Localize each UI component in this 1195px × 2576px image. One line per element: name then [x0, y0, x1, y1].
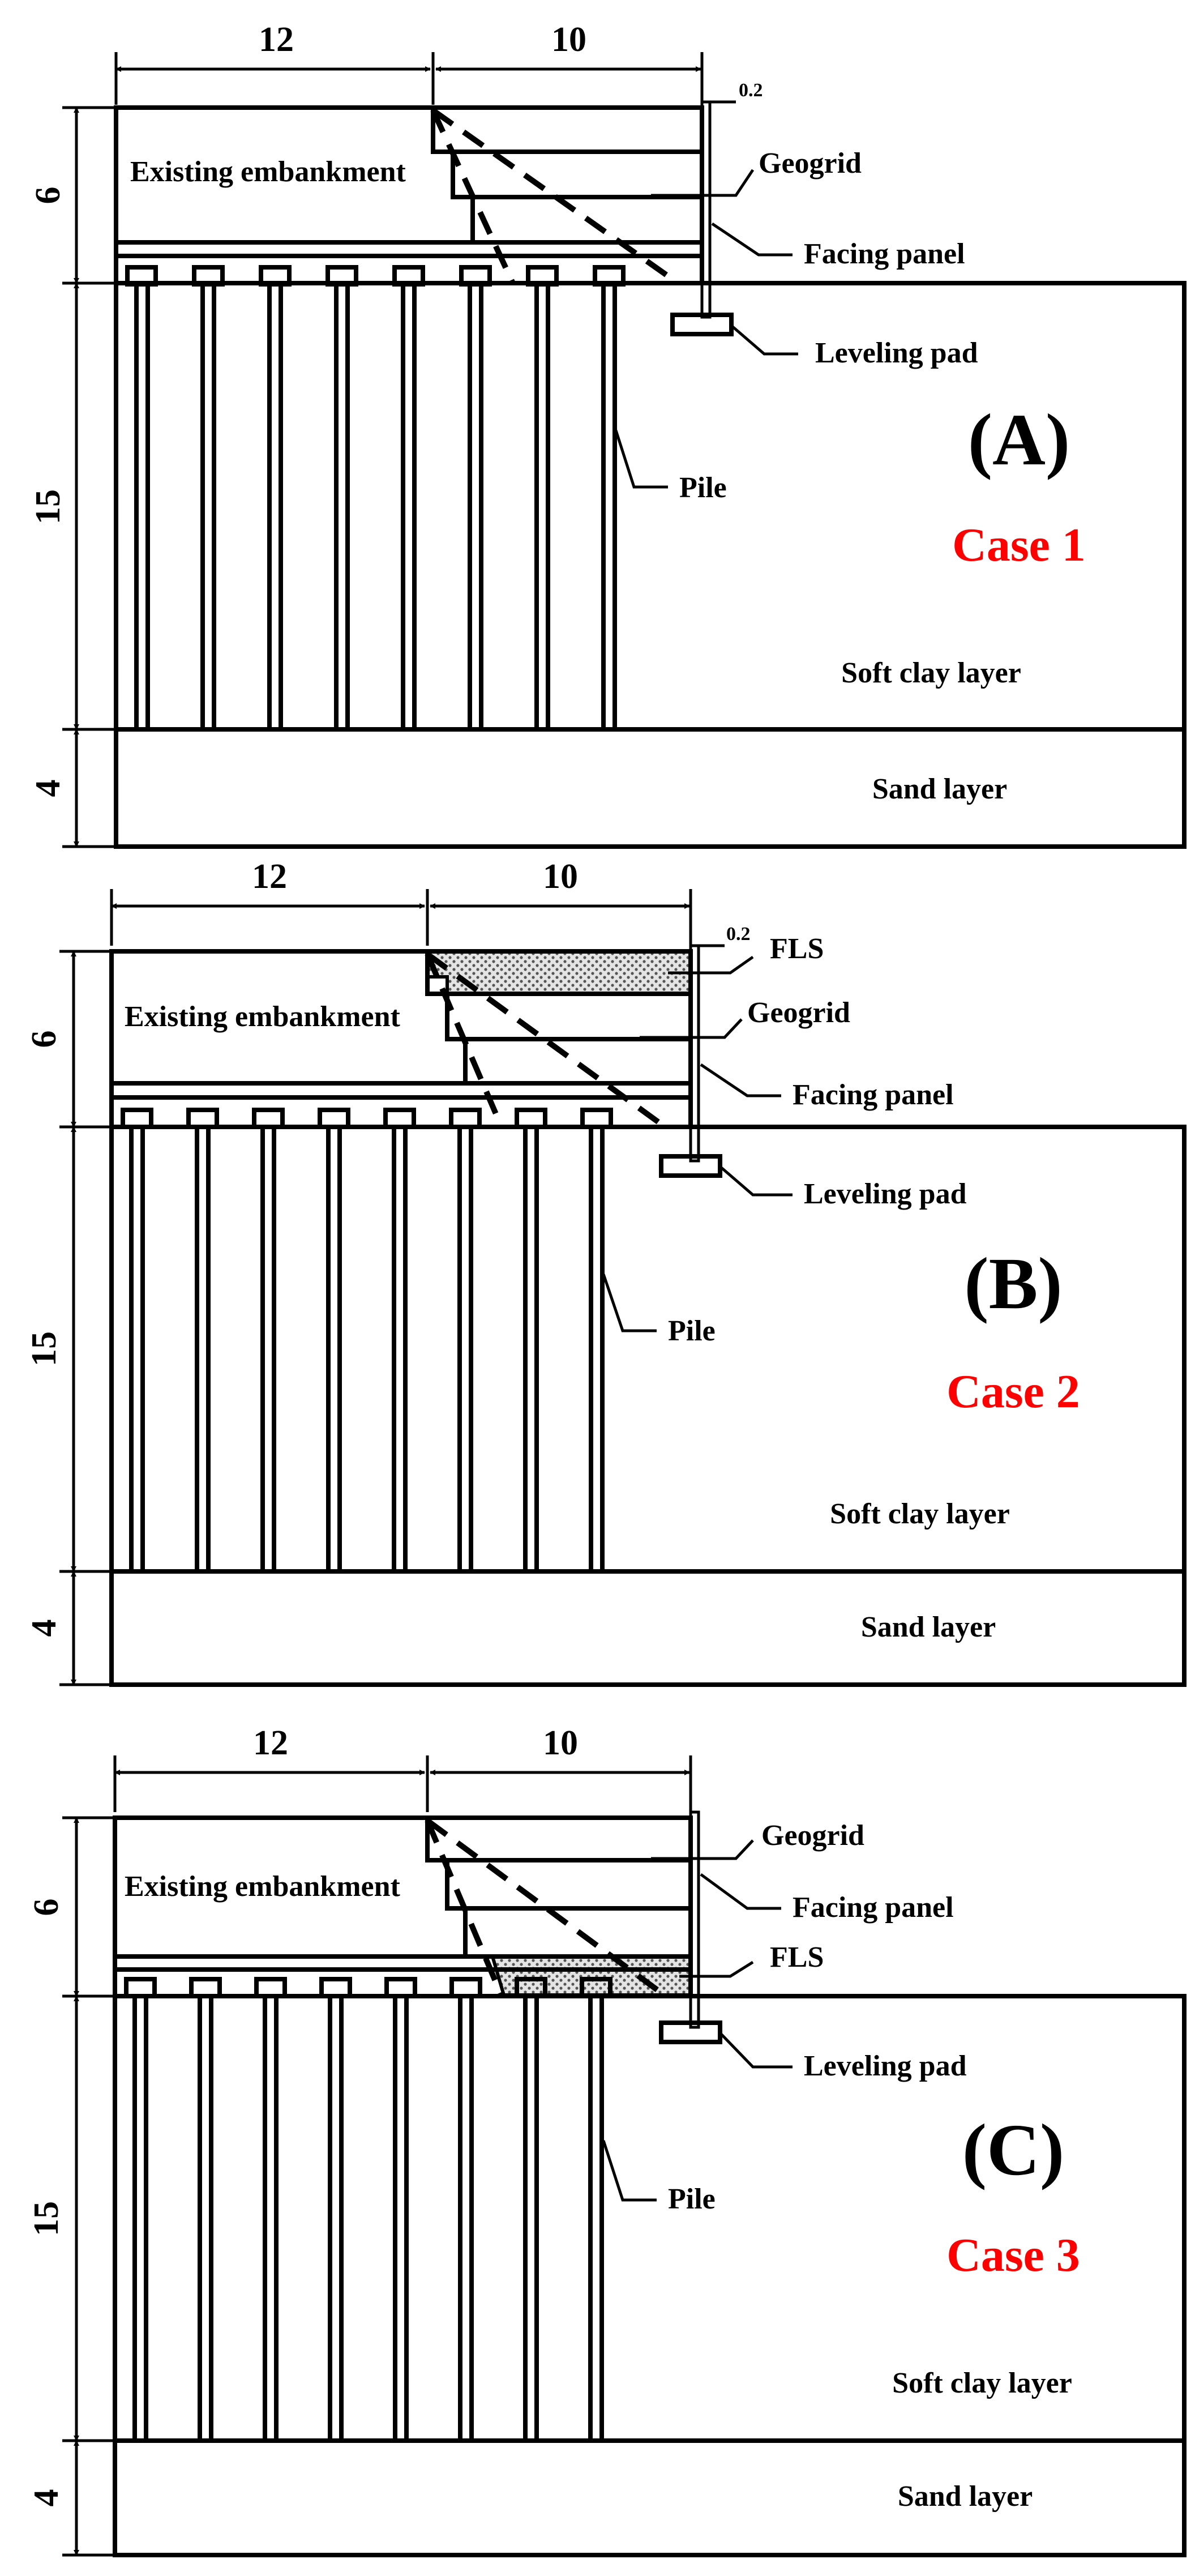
label-sand: Sand layer [898, 2480, 1033, 2513]
label-pile: Pile [679, 472, 727, 504]
failure-surface-outer [426, 1818, 665, 1997]
label-geogrid: Geogrid [747, 997, 850, 1029]
panel-id: (A) [968, 399, 1070, 481]
soft-clay-layer [114, 281, 1187, 732]
fls-zone [426, 950, 692, 996]
facing-panel [689, 1810, 700, 2029]
label-soft-clay: Soft clay layer [892, 2367, 1072, 2399]
dim-facing-thickness: 0.2 [739, 80, 763, 101]
dim-facing-thickness: 0.2 [726, 924, 751, 945]
failure-surface-inner [430, 109, 515, 284]
existing-embankment-boundary [431, 108, 475, 242]
dim-height-embankment: 6 [25, 1031, 63, 1048]
label-facing-panel: Facing panel [793, 1891, 954, 1924]
label-leveling-pad: Leveling pad [815, 337, 978, 369]
label-soft-clay: Soft clay layer [841, 657, 1021, 689]
dim-width-new: 10 [543, 1724, 578, 1762]
label-fls: FLS [770, 1941, 824, 1973]
case-label: Case 3 [946, 2229, 1080, 2282]
dim-width-existing: 12 [259, 20, 294, 59]
label-soft-clay: Soft clay layer [830, 1498, 1010, 1530]
label-existing-embankment: Existing embankment [125, 1870, 401, 1903]
label-existing-embankment: Existing embankment [125, 1001, 401, 1033]
dim-height-clay: 15 [27, 2201, 66, 2236]
dim-height-sand: 4 [29, 780, 67, 797]
panel-a: 12 10 6 15 4 0.2 [29, 20, 1187, 849]
dim-height-embankment: 6 [27, 1899, 66, 1916]
dim-width-existing: 12 [252, 857, 287, 896]
panel-b: 12 10 6 15 4 0.2 [25, 857, 1187, 1687]
pile-group [124, 1977, 613, 2443]
label-facing-panel: Facing panel [804, 238, 965, 270]
existing-embankment-boundary [425, 951, 468, 1083]
dim-width-new: 10 [543, 857, 578, 896]
dim-height-clay: 15 [29, 489, 67, 524]
facing-panel [689, 944, 700, 1163]
label-existing-embankment: Existing embankment [130, 156, 406, 188]
leveling-pad [659, 1154, 722, 1178]
label-pile: Pile [668, 2183, 716, 2215]
dim-height-sand: 4 [27, 2489, 66, 2507]
pile-group [125, 265, 626, 732]
pile-group [121, 1108, 613, 1574]
sand-layer [113, 2438, 1187, 2557]
label-sand: Sand layer [872, 773, 1007, 805]
label-pile: Pile [668, 1315, 716, 1347]
failure-surface-inner [425, 953, 504, 1127]
dim-width-new: 10 [551, 20, 586, 59]
failure-surface-outer [426, 951, 665, 1129]
dim-height-embankment: 6 [29, 187, 67, 204]
panel-id: (B) [964, 1243, 1062, 1325]
dim-height-sand: 4 [25, 1620, 63, 1637]
failure-surface-inner [425, 1819, 504, 1996]
panel-c: 12 10 6 15 4 [27, 1724, 1187, 2557]
label-geogrid: Geogrid [759, 147, 862, 180]
label-leveling-pad: Leveling pad [804, 1178, 967, 1210]
fls-zone [490, 1955, 692, 1997]
dim-width-existing: 12 [253, 1724, 288, 1762]
case-label: Case 2 [946, 1365, 1080, 1418]
dim-height-clay: 15 [25, 1331, 63, 1366]
case-label: Case 1 [952, 519, 1086, 571]
label-facing-panel: Facing panel [793, 1079, 954, 1111]
sand-layer [114, 727, 1187, 849]
label-fls: FLS [770, 933, 824, 965]
panel-id: (C) [962, 2109, 1064, 2191]
leveling-pad [659, 2020, 722, 2044]
label-sand: Sand layer [861, 1611, 996, 1643]
label-leveling-pad: Leveling pad [804, 2050, 967, 2082]
failure-surface-outer [431, 108, 678, 285]
sand-layer [109, 1569, 1187, 1687]
existing-embankment-boundary [425, 1818, 468, 1956]
leveling-pad [670, 313, 734, 336]
label-geogrid: Geogrid [761, 1819, 864, 1852]
